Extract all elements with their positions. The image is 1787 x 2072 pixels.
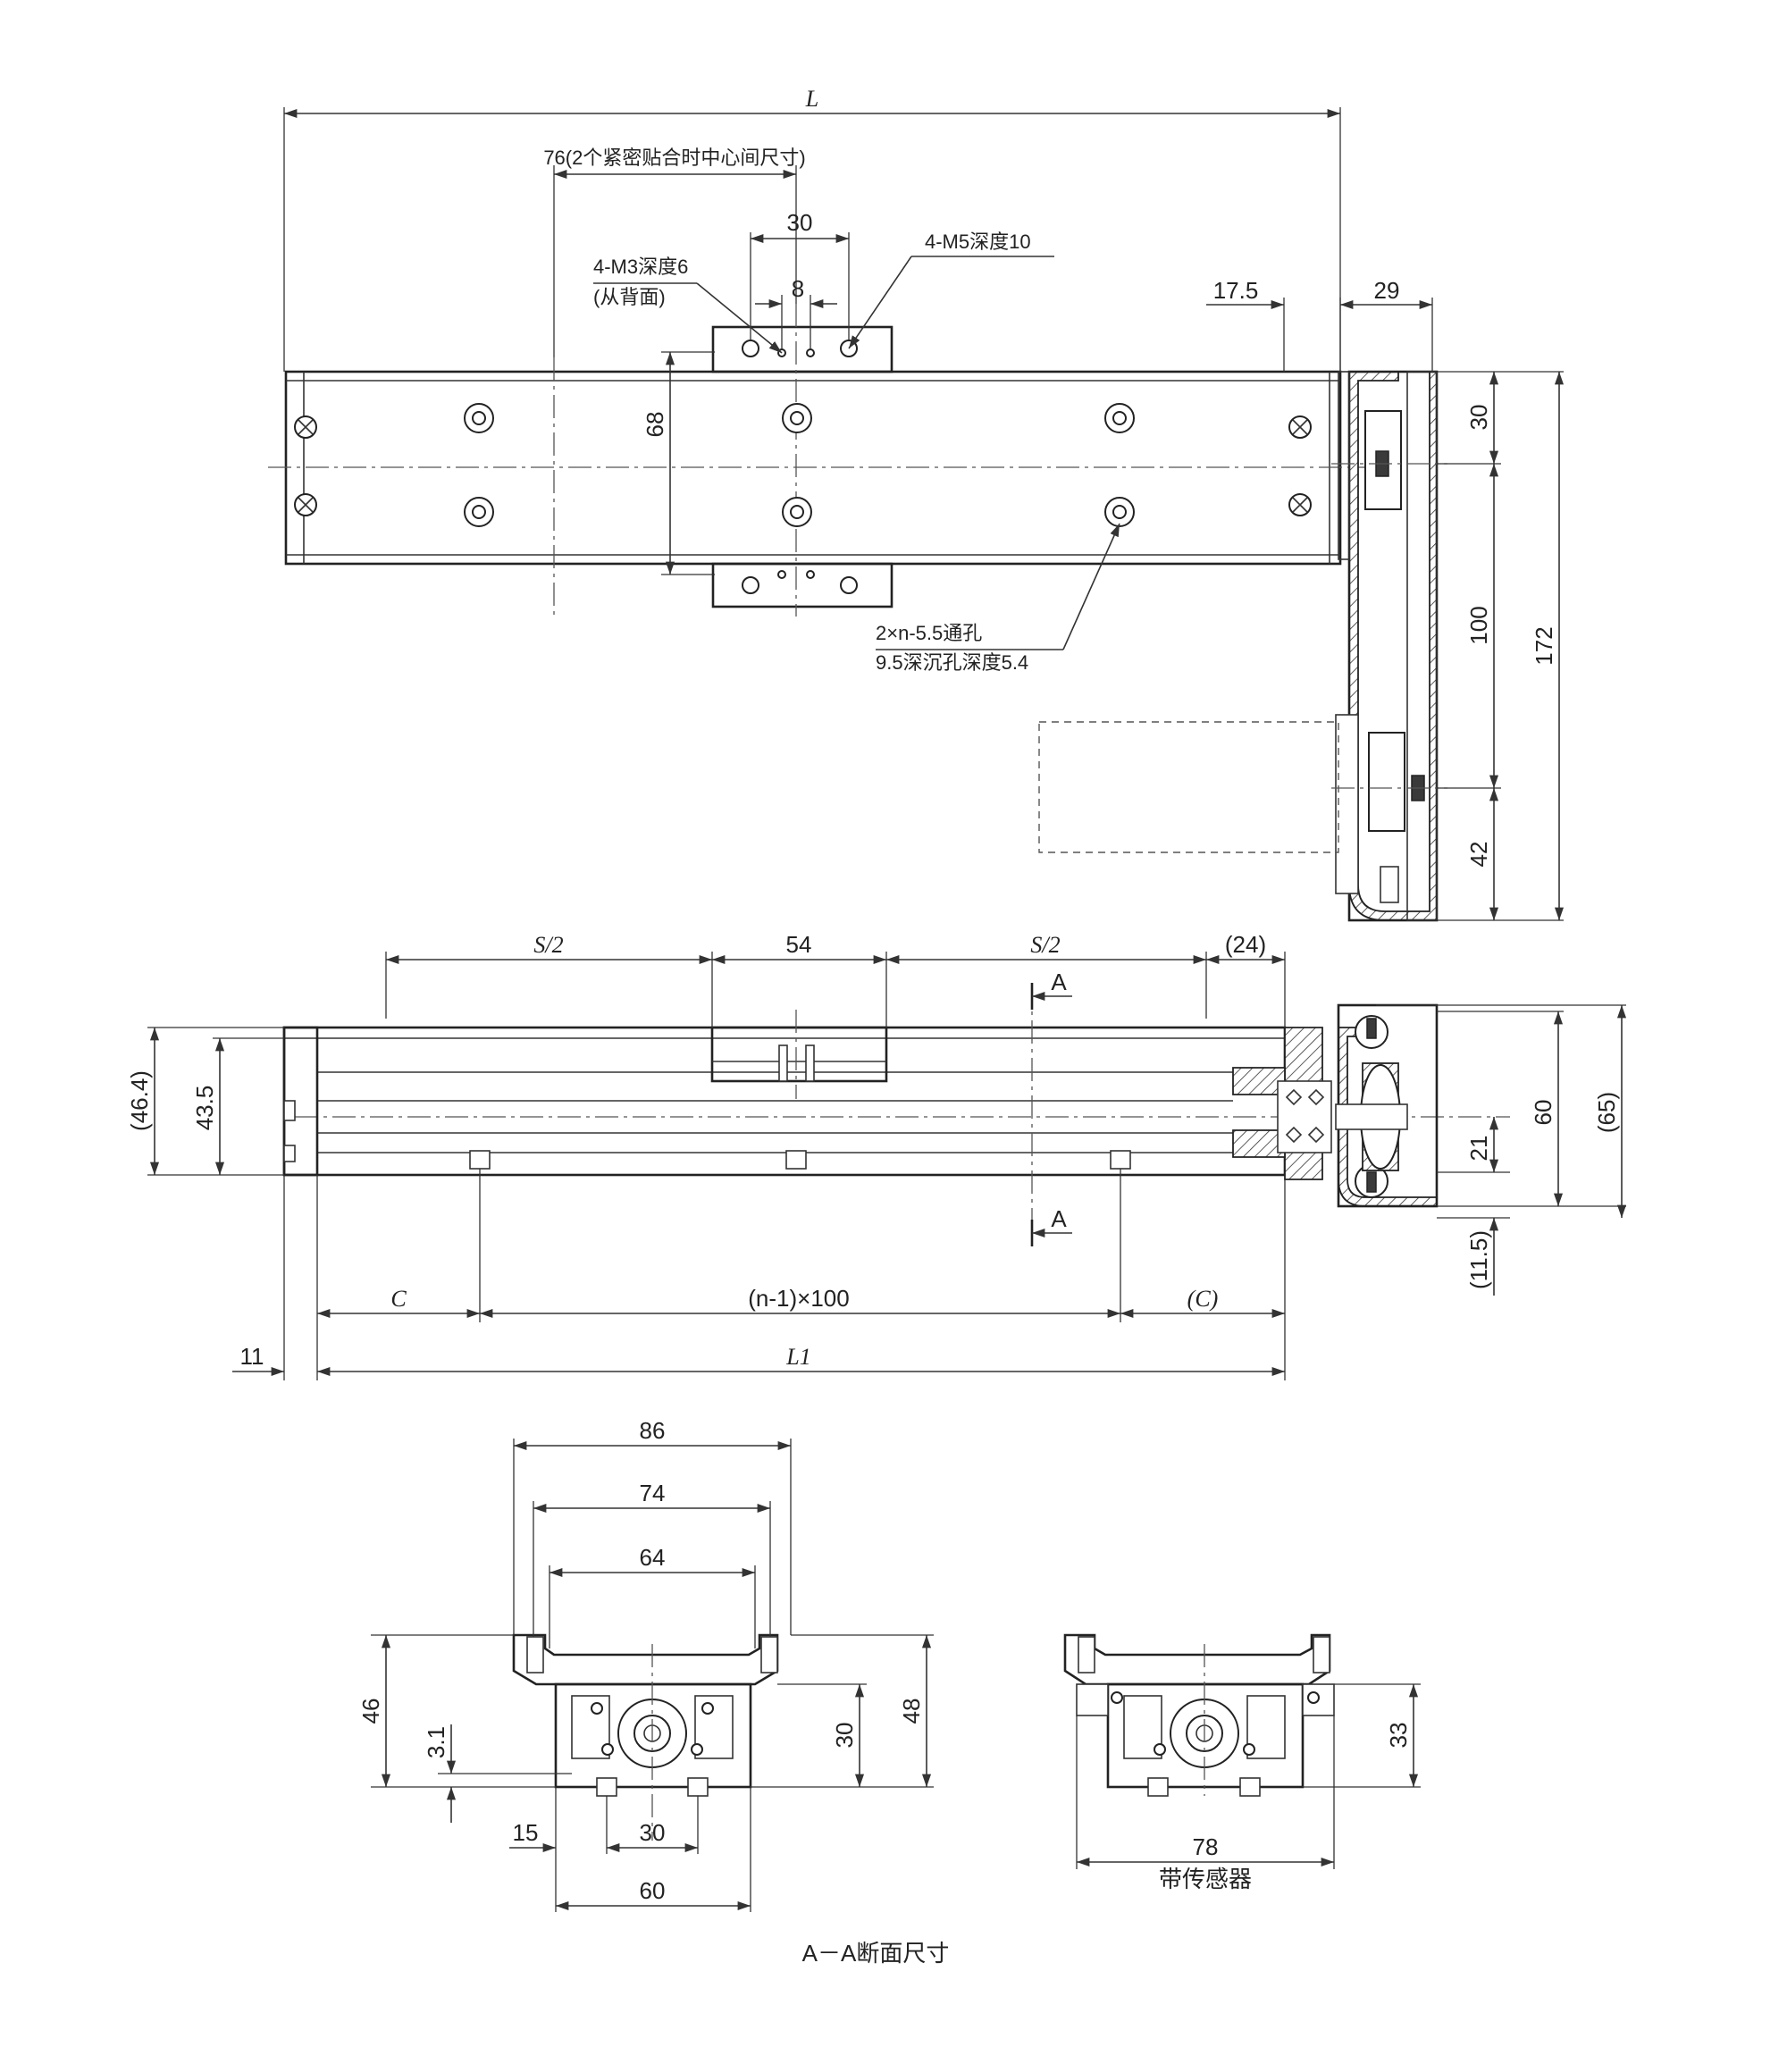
dim-65: (65) xyxy=(1593,1092,1620,1133)
dim-43-5: 43.5 xyxy=(191,1086,218,1131)
dim-s-half-left: S/2 xyxy=(533,932,563,958)
callout-m3-line1: 4-M3深度6 xyxy=(593,256,688,278)
dim-30-height: 30 xyxy=(831,1723,858,1749)
callout-m3-line2: (从背面) xyxy=(593,286,666,308)
dim-76: 76(2个紧密贴合时中心间尺寸) xyxy=(543,147,805,169)
dim-64: 64 xyxy=(640,1544,666,1571)
dim-pitch-total: (n-1)×100 xyxy=(748,1285,849,1312)
dim-48: 48 xyxy=(898,1699,925,1724)
dim-172: 172 xyxy=(1531,626,1557,665)
dim-30-width: 30 xyxy=(640,1819,666,1846)
dim-11-5: (11.5) xyxy=(1465,1230,1492,1289)
dim-46: 46 xyxy=(357,1699,384,1724)
dim-24: (24) xyxy=(1225,931,1266,958)
dim-74: 74 xyxy=(640,1480,666,1506)
dim-c-left: C xyxy=(390,1286,407,1312)
dim-L: L xyxy=(805,86,818,112)
dim-s-half-right: S/2 xyxy=(1030,932,1060,958)
section-caption: A－A断面尺寸 xyxy=(802,1940,950,1967)
dim-30-top: 30 xyxy=(787,209,813,236)
dim-78: 78 xyxy=(1193,1833,1219,1860)
dim-60-section: 60 xyxy=(640,1877,666,1904)
dim-54: 54 xyxy=(786,931,812,958)
section-view-standard: 86 74 64 46 3.1 30 48 15 30 60 xyxy=(357,1417,934,1912)
dim-15: 15 xyxy=(513,1819,539,1846)
motor-housing-top xyxy=(1038,370,1447,922)
section-a-bottom: A xyxy=(1051,1205,1067,1232)
section-a-top: A xyxy=(1051,969,1067,995)
end-screws xyxy=(294,415,1312,516)
sensor-label: 带传感器 xyxy=(1159,1866,1252,1892)
slider-bottom-flange xyxy=(711,562,894,608)
slider-side xyxy=(710,1026,888,1083)
dim-86: 86 xyxy=(640,1417,666,1444)
dim-60-side: 60 xyxy=(1530,1100,1556,1126)
dim-30-right: 30 xyxy=(1465,405,1492,431)
dim-29: 29 xyxy=(1374,277,1400,304)
callout-holes-line1: 2×n-5.5通孔 xyxy=(876,622,982,644)
rail-section xyxy=(554,1682,752,1789)
callout-holes-line2: 9.5深沉孔深度5.4 xyxy=(876,651,1028,674)
dim-68: 68 xyxy=(642,412,668,438)
dim-100: 100 xyxy=(1465,606,1492,644)
side-view: S/2 54 S/2 (24) A A (46.4) 43.5 60 (65) … xyxy=(126,931,1627,1380)
slider-top-flange xyxy=(711,325,894,373)
dim-8: 8 xyxy=(792,275,804,302)
dim-c-right: (C) xyxy=(1187,1286,1219,1312)
dim-33: 33 xyxy=(1385,1723,1412,1749)
counterbore-holes xyxy=(464,403,1135,527)
dim-11: 11 xyxy=(240,1343,264,1370)
dim-3-1: 3.1 xyxy=(423,1726,449,1758)
dim-42: 42 xyxy=(1465,842,1492,868)
top-view: L 76(2个紧密贴合时中心间尺寸) 30 8 4-M3深度6 (从背面) 4-… xyxy=(268,86,1565,922)
dim-46-4: (46.4) xyxy=(126,1070,153,1131)
dim-l1: L1 xyxy=(785,1344,810,1370)
dim-21: 21 xyxy=(1465,1136,1492,1162)
callout-m5: 4-M5深度10 xyxy=(925,231,1031,253)
dim-17-5: 17.5 xyxy=(1213,277,1259,304)
section-view-sensor: 33 78 带传感器 xyxy=(1063,1633,1421,1892)
sensor-left xyxy=(1076,1683,1109,1716)
